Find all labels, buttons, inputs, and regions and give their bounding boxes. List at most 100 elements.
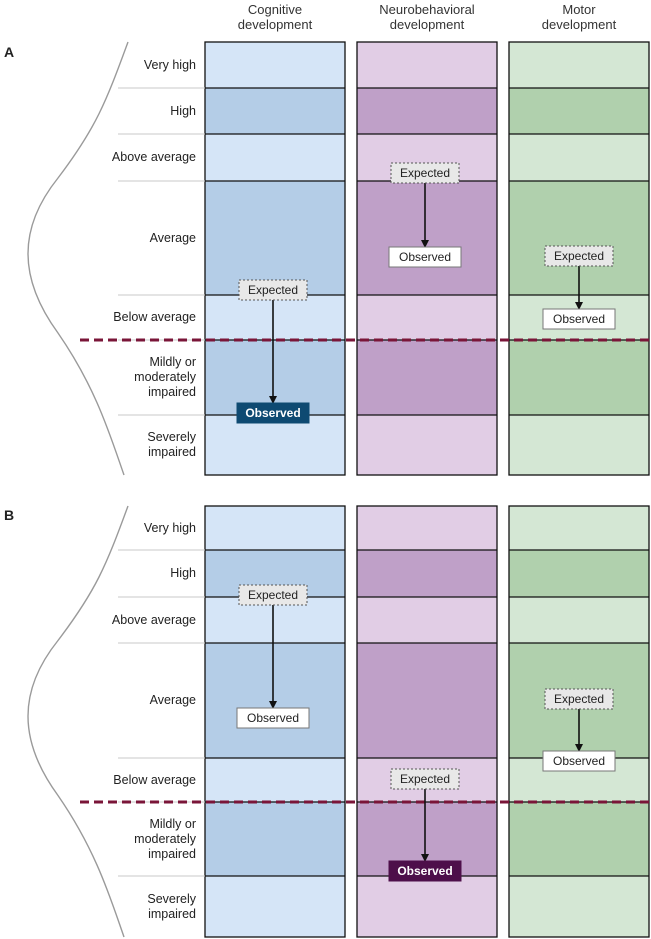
- band-motor-row-0-panel-a: [509, 42, 649, 88]
- row-label-1: High: [90, 104, 196, 119]
- observed-label: Observed: [553, 754, 605, 768]
- column-border-neurobehavioral: [356, 505, 498, 938]
- row-label-line: moderately: [134, 831, 196, 846]
- row-label-line: Very high: [143, 57, 196, 72]
- band-neurobehavioral-row-2-panel-b: [357, 597, 497, 643]
- column-header-cognitive: Cognitive development: [237, 2, 313, 32]
- row-label-2: Above average: [90, 150, 196, 165]
- expected-box: [390, 768, 460, 790]
- band-cognitive-row-6-panel-b: [205, 876, 345, 937]
- band-cognitive-row-0-panel-a: [205, 42, 345, 88]
- column-border-cognitive: [204, 505, 346, 938]
- band-neurobehavioral-row-4-panel-a: [357, 295, 497, 340]
- row-label-line: impaired: [148, 445, 196, 459]
- row-label-line: Below average: [113, 310, 196, 324]
- band-motor-row-6-panel-a: [509, 415, 649, 475]
- band-motor-row-2-panel-a: [509, 134, 649, 181]
- band-motor-row-6-panel-b: [509, 876, 649, 937]
- column-header-neurobehavioral: Neurobehavioral development: [379, 2, 475, 32]
- observed-label: Observed: [245, 406, 300, 420]
- band-neurobehavioral-row-1-panel-b: [357, 550, 497, 597]
- row-label-line: Mildly or: [149, 816, 196, 831]
- column-border-neurobehavioral: [356, 41, 498, 476]
- band-neurobehavioral-row-6-panel-a: [357, 415, 497, 475]
- expected-label: Expected: [400, 772, 450, 786]
- observed-box: [542, 308, 616, 330]
- band-motor-row-1-panel-a: [509, 88, 649, 134]
- observed-box: [388, 246, 462, 268]
- row-label-1: High: [90, 566, 196, 581]
- bell-curves-layer: [27, 41, 129, 938]
- row-label-line: impaired: [148, 846, 196, 861]
- observed-box: [388, 860, 462, 882]
- observed-box: [236, 402, 310, 424]
- row-label-3: Average: [90, 693, 196, 708]
- band-motor-row-5-panel-a: [509, 340, 649, 415]
- row-label-line: Below average: [113, 772, 196, 787]
- expected-label: Expected: [554, 692, 604, 706]
- band-neurobehavioral-row-0-panel-b: [357, 506, 497, 550]
- row-label-line: impaired: [148, 906, 196, 921]
- expected-label: Expected: [248, 588, 298, 602]
- row-label-line: moderately: [134, 370, 196, 384]
- row-label-line: Very high: [143, 520, 196, 535]
- band-cognitive-row-5-panel-b: [205, 802, 345, 876]
- expected-box: [390, 162, 460, 184]
- bands-layer: [205, 42, 649, 937]
- column-border-cognitive: [204, 41, 346, 476]
- expected-label: Expected: [400, 166, 450, 180]
- band-neurobehavioral-row-1-panel-a: [357, 88, 497, 134]
- panel-letter-a: A: [4, 44, 15, 60]
- band-cognitive-row-0-panel-b: [205, 506, 345, 550]
- band-motor-row-1-panel-b: [509, 550, 649, 597]
- row-label-line: impaired: [148, 385, 196, 399]
- row-label-4: Below average: [90, 773, 196, 788]
- band-cognitive-row-2-panel-a: [205, 134, 345, 181]
- column-header-motor: Motor development: [541, 2, 617, 32]
- expected-box: [238, 279, 308, 301]
- row-label-3: Average: [90, 231, 196, 246]
- row-label-4: Below average: [90, 310, 196, 325]
- observed-box: [236, 707, 310, 729]
- band-neurobehavioral-row-3-panel-a: [357, 181, 497, 295]
- column-border-motor: [508, 505, 650, 938]
- band-neurobehavioral-row-6-panel-b: [357, 876, 497, 937]
- expected-box: [238, 584, 308, 606]
- band-neurobehavioral-row-0-panel-a: [357, 42, 497, 88]
- band-cognitive-row-4-panel-b: [205, 758, 345, 802]
- row-label-line: Average: [149, 693, 196, 707]
- panel-letter-b: B: [4, 507, 15, 523]
- row-label-line: Severely: [147, 891, 196, 906]
- band-neurobehavioral-row-5-panel-a: [357, 340, 497, 415]
- band-cognitive-row-4-panel-a: [205, 295, 345, 340]
- column-border-motor: [508, 41, 650, 476]
- expected-label: Expected: [248, 283, 298, 297]
- band-cognitive-row-3-panel-a: [205, 181, 345, 295]
- observed-label: Observed: [399, 250, 451, 264]
- row-label-line: Above average: [111, 612, 196, 627]
- row-label-line: Severely: [147, 430, 196, 444]
- observed-label: Observed: [553, 312, 605, 326]
- band-motor-row-0-panel-b: [509, 506, 649, 550]
- band-motor-row-5-panel-b: [509, 802, 649, 876]
- expected-label: Expected: [554, 249, 604, 263]
- row-label-line: High: [170, 566, 196, 580]
- band-cognitive-row-6-panel-a: [205, 415, 345, 475]
- band-motor-row-2-panel-b: [509, 597, 649, 643]
- expected-box: [544, 245, 614, 267]
- bell-curve: [27, 505, 129, 938]
- band-cognitive-row-3-panel-b: [205, 643, 345, 758]
- row-label-line: Average: [149, 230, 196, 245]
- observed-label: Observed: [397, 864, 452, 878]
